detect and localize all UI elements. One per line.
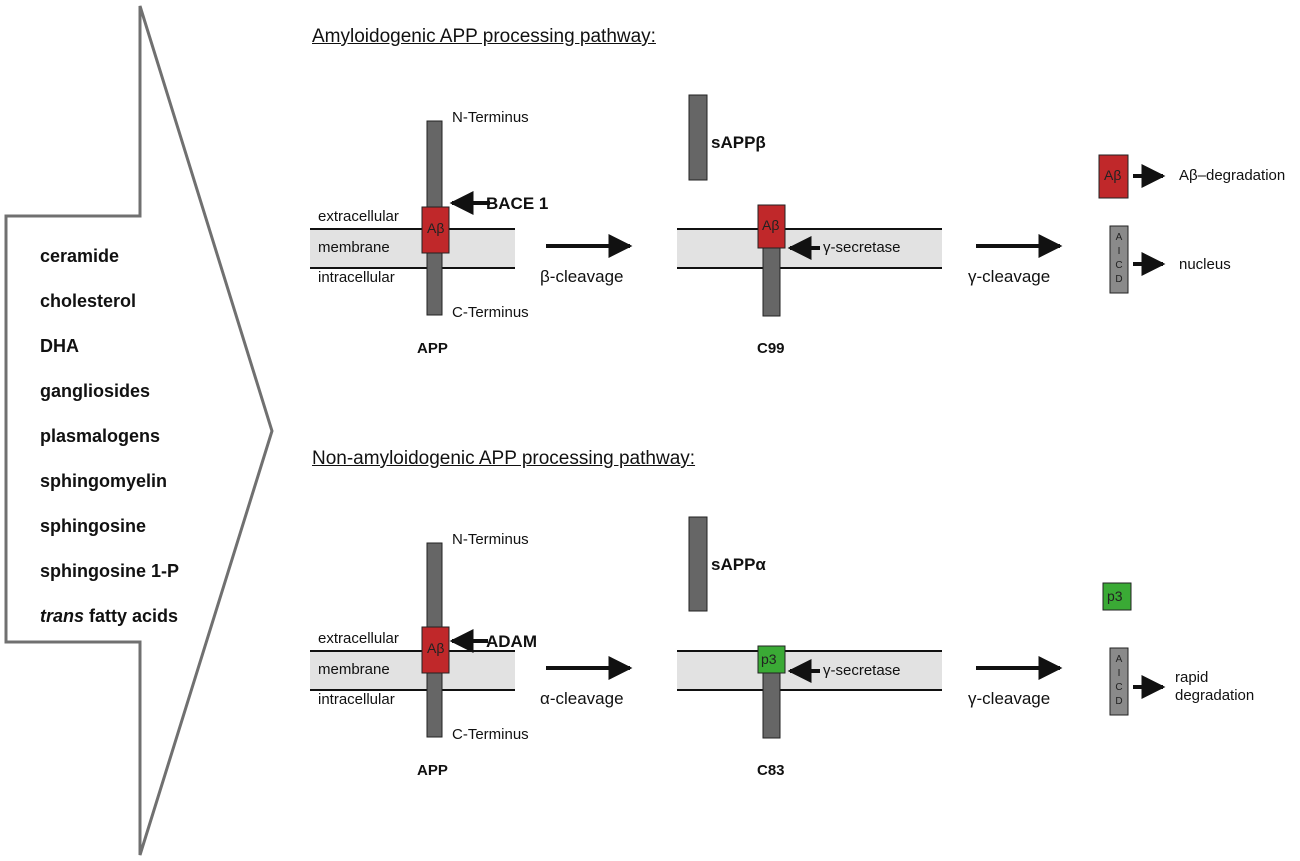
c-terminus-label: C-Terminus	[452, 726, 529, 743]
extracellular-label: extracellular	[318, 630, 399, 647]
abeta-box	[757, 204, 786, 249]
gamma-secretase-label: γ-secretase	[823, 662, 901, 679]
gamma-cleavage-label: γ-cleavage	[968, 267, 1051, 286]
alpha-cleavage-label: α-cleavage	[540, 689, 624, 708]
nucleus-label: nucleus	[1179, 256, 1231, 273]
sappbeta-label: sAPPβ	[711, 133, 766, 152]
c83-stalk	[762, 671, 781, 739]
sappalpha-label: sAPPα	[711, 555, 766, 574]
p3-product	[1102, 582, 1132, 611]
intracellular-label: intracellular	[318, 691, 395, 708]
app-label: APP	[417, 340, 448, 357]
n-terminus-label: N-Terminus	[452, 109, 529, 126]
lipid-list: ceramide cholesterol DHA gangliosides pl…	[40, 234, 179, 639]
membrane-label: membrane	[318, 239, 390, 256]
c83-label: C83	[757, 762, 785, 779]
lipid-item: cholesterol	[40, 291, 137, 311]
bace1-label: BACE 1	[486, 194, 549, 213]
app-label: APP	[417, 762, 448, 779]
extracellular-label: extracellular	[318, 208, 399, 225]
intracellular-label: intracellular	[318, 269, 395, 286]
lipid-item: sphingosine	[40, 516, 147, 536]
nonamyloidogenic-heading: Non-amyloidogenic APP processing pathway…	[312, 448, 696, 469]
c99-label: C99	[757, 340, 785, 357]
n-terminus-label: N-Terminus	[452, 531, 529, 548]
abeta-label: Aβ	[427, 220, 445, 236]
sappalpha-fragment	[688, 516, 708, 612]
abeta-degradation-label: Aβ–degradation	[1179, 167, 1286, 184]
rapid-degradation-label: degradation	[1175, 687, 1255, 704]
adam-label: ADAM	[486, 632, 537, 651]
gamma-secretase-label: γ-secretase	[823, 239, 901, 256]
abeta-label: Aβ	[762, 217, 780, 233]
amyloidogenic-heading: Amyloidogenic APP processing pathway:	[312, 26, 656, 47]
abeta-label: Aβ	[427, 640, 445, 656]
lipid-item: sphingosine 1-P	[40, 561, 180, 581]
beta-cleavage-label: β-cleavage	[540, 267, 624, 286]
c-terminus-label: C-Terminus	[452, 304, 529, 321]
abeta-product-label: Aβ	[1104, 167, 1122, 183]
abeta-product	[1098, 154, 1129, 199]
aicd-box	[1109, 225, 1129, 294]
membrane-band	[310, 229, 515, 268]
lipid-item: plasmalogens	[40, 426, 161, 446]
membrane-label: membrane	[318, 661, 390, 678]
p3-box-label: p3	[761, 651, 777, 667]
p3-box	[757, 645, 786, 674]
c99-stalk	[762, 247, 781, 317]
gamma-cleavage-label: γ-cleavage	[968, 689, 1051, 708]
aicd-box	[1109, 647, 1129, 716]
lipid-item: sphingomyelin	[40, 471, 168, 491]
rapid-degradation-label: rapid	[1175, 669, 1209, 686]
abeta-box	[421, 626, 450, 674]
abeta-box	[421, 206, 450, 254]
lipid-item: gangliosides	[40, 381, 151, 401]
lipid-item: trans fatty acids	[40, 606, 179, 626]
membrane-band	[310, 651, 515, 690]
p3-product-label: p3	[1107, 588, 1123, 604]
lipid-item: ceramide	[40, 246, 120, 266]
sappbeta-fragment	[688, 94, 708, 181]
lipid-chevron-outline	[4, 5, 274, 856]
lipid-item: DHA	[40, 336, 79, 356]
